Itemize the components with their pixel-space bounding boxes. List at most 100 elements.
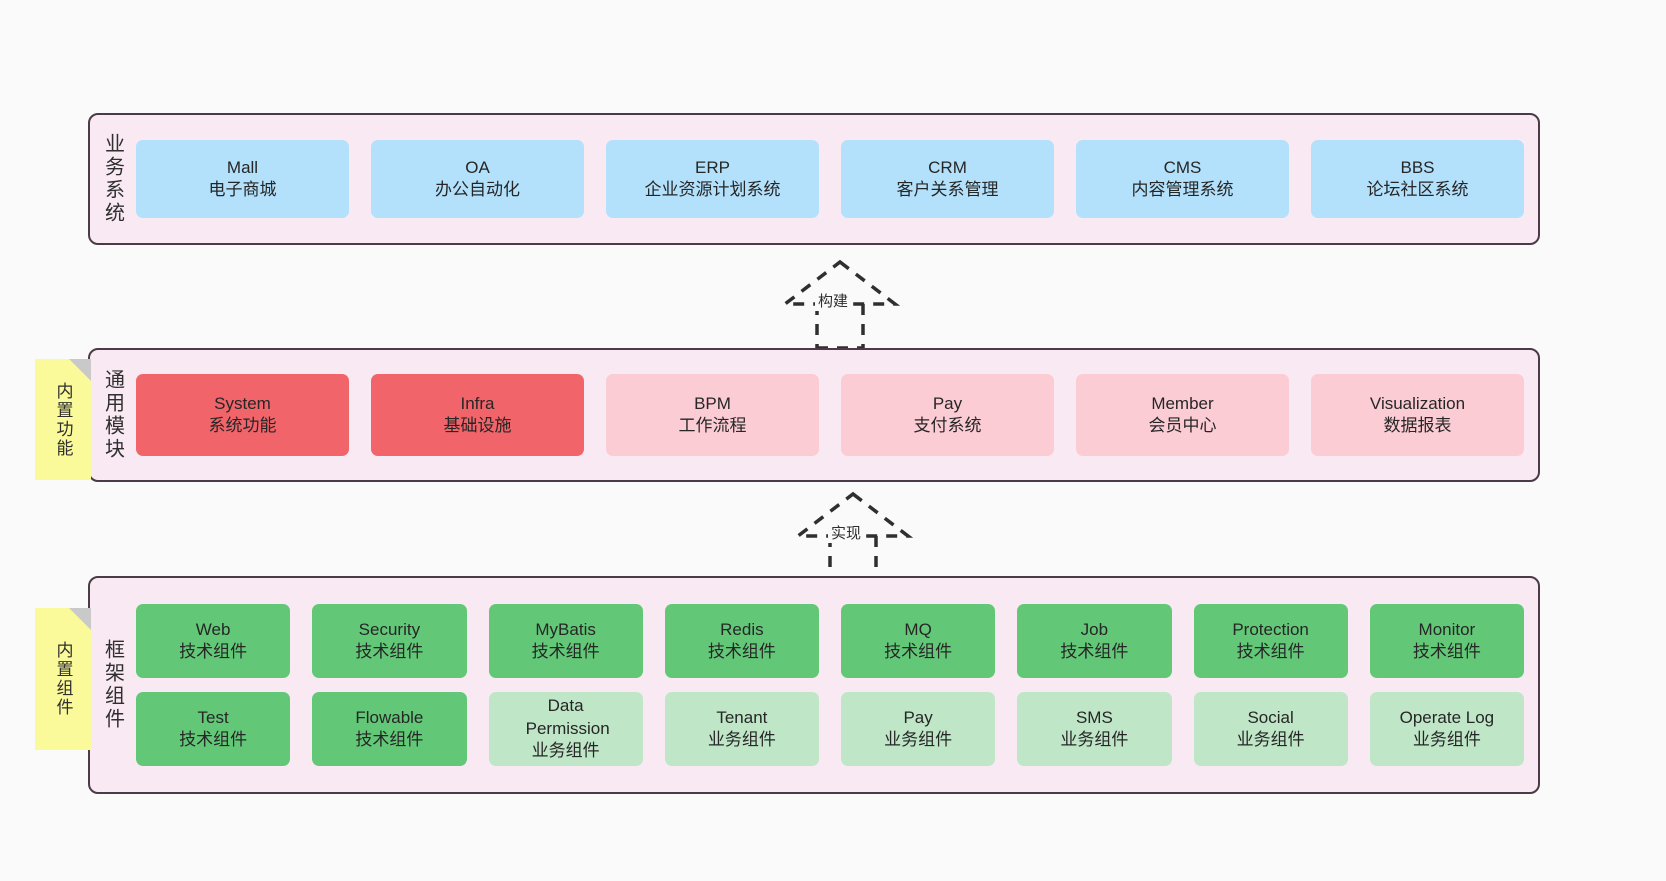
- node-subtitle: 技术组件: [179, 730, 248, 749]
- node-title: Social: [1247, 707, 1294, 727]
- node-cms[interactable]: CMS 内容管理系统: [1076, 140, 1289, 218]
- node-oa[interactable]: OA 办公自动化: [371, 140, 584, 218]
- node-protection[interactable]: Protection 技术组件: [1193, 604, 1348, 678]
- node-tenant[interactable]: Tenant 业务组件: [664, 692, 819, 766]
- node-subtitle: 技术组件: [355, 642, 424, 661]
- connector-build: 构建: [755, 258, 925, 350]
- node-subtitle: 技术组件: [884, 642, 953, 661]
- node-subtitle: 基础设施: [443, 416, 512, 435]
- node-subtitle: 技术组件: [1236, 642, 1305, 661]
- node-subtitle: 业务组件: [1060, 730, 1129, 749]
- node-bbs[interactable]: BBS 论坛社区系统: [1311, 140, 1524, 218]
- node-subtitle: 数据报表: [1383, 416, 1452, 435]
- node-title: Test: [197, 707, 229, 727]
- node-title: OA: [465, 157, 490, 177]
- node-subtitle: 电子商城: [208, 180, 277, 199]
- node-subtitle: 内容管理系统: [1131, 180, 1234, 199]
- node-subtitle: 技术组件: [1412, 642, 1481, 661]
- note-label: 内置功能: [53, 381, 73, 458]
- node-subtitle: 会员中心: [1148, 416, 1217, 435]
- note-builtin-features[interactable]: 内置功能: [35, 359, 91, 480]
- node-subtitle: 技术组件: [179, 642, 248, 661]
- node-bpm[interactable]: BPM 工作流程: [606, 374, 819, 456]
- node-title: Mall: [226, 157, 259, 177]
- node-sms[interactable]: SMS 业务组件: [1017, 692, 1172, 766]
- node-subtitle: 系统功能: [208, 416, 277, 435]
- node-title: BPM: [694, 393, 731, 413]
- layer-label-framework-components: 框架组件: [101, 639, 124, 731]
- layer-business-systems: 业务系统 Mall 电子商城 OA 办公自动化 ERP 企业资源计划系统 CRM…: [88, 113, 1540, 245]
- node-data-permission[interactable]: Data Permission 业务组件: [488, 692, 643, 766]
- node-mall[interactable]: Mall 电子商城: [136, 140, 349, 218]
- layer-body-framework-components: Web 技术组件 Security 技术组件 MyBatis 技术组件 Redi…: [136, 578, 1538, 792]
- node-title: Visualization: [1369, 393, 1466, 413]
- layer-label-business-systems: 业务系统: [101, 133, 124, 225]
- node-title: Operate Log: [1399, 707, 1495, 727]
- node-subtitle: 支付系统: [913, 416, 982, 435]
- node-title: SMS: [1075, 707, 1113, 727]
- node-operate-log[interactable]: Operate Log 业务组件: [1369, 692, 1524, 766]
- node-subtitle: 技术组件: [355, 730, 424, 749]
- layer-body-business-systems: Mall 电子商城 OA 办公自动化 ERP 企业资源计划系统 CRM 客户关系…: [136, 115, 1538, 243]
- node-mybatis[interactable]: MyBatis 技术组件: [488, 604, 643, 678]
- node-subtitle: 论坛社区系统: [1366, 180, 1469, 199]
- node-subtitle: 企业资源计划系统: [644, 180, 781, 199]
- node-subtitle: 业务组件: [1236, 730, 1305, 749]
- page-fold-icon: [69, 608, 91, 630]
- node-title: Infra: [460, 393, 495, 413]
- node-title: Job: [1080, 619, 1109, 639]
- connector-label-implement: 实现: [828, 522, 865, 543]
- node-title: Member: [1151, 393, 1214, 413]
- node-row: System 系统功能 Infra 基础设施 BPM 工作流程 Pay 支付系统…: [136, 374, 1524, 456]
- node-monitor[interactable]: Monitor 技术组件: [1369, 604, 1524, 678]
- node-pay-component[interactable]: Pay 业务组件: [841, 692, 996, 766]
- node-subtitle: 工作流程: [678, 416, 747, 435]
- node-subtitle: 业务组件: [707, 730, 776, 749]
- node-title: BBS: [1400, 157, 1435, 177]
- node-visualization[interactable]: Visualization 数据报表: [1311, 374, 1524, 456]
- node-crm[interactable]: CRM 客户关系管理: [841, 140, 1054, 218]
- node-title: Web: [195, 619, 231, 639]
- layer-framework-components: 框架组件 Web 技术组件 Security 技术组件 MyBatis 技术组件…: [88, 576, 1540, 794]
- node-title: MQ: [904, 619, 932, 639]
- note-builtin-components[interactable]: 内置组件: [35, 608, 91, 750]
- node-subtitle: 办公自动化: [435, 180, 520, 199]
- node-pay-module[interactable]: Pay 支付系统: [841, 374, 1054, 456]
- node-title: Redis: [720, 619, 764, 639]
- page-fold-icon: [69, 359, 91, 381]
- node-redis[interactable]: Redis 技术组件: [664, 604, 819, 678]
- node-web[interactable]: Web 技术组件: [136, 604, 291, 678]
- layer-common-modules: 通用模块 System 系统功能 Infra 基础设施 BPM 工作流程 Pay…: [88, 348, 1540, 482]
- note-label: 内置组件: [53, 641, 73, 717]
- node-title: Flowable: [355, 707, 424, 727]
- node-erp[interactable]: ERP 企业资源计划系统: [606, 140, 819, 218]
- node-subtitle: 业务组件: [531, 741, 600, 761]
- node-social[interactable]: Social 业务组件: [1193, 692, 1348, 766]
- node-title: Protection: [1232, 619, 1309, 639]
- node-row: Test 技术组件 Flowable 技术组件 Data Permission …: [136, 692, 1524, 766]
- node-mq[interactable]: MQ 技术组件: [841, 604, 996, 678]
- node-title: Monitor: [1418, 619, 1476, 639]
- node-subtitle: 业务组件: [884, 730, 953, 749]
- node-system[interactable]: System 系统功能: [136, 374, 349, 456]
- node-row: Mall 电子商城 OA 办公自动化 ERP 企业资源计划系统 CRM 客户关系…: [136, 140, 1524, 218]
- layer-body-common-modules: System 系统功能 Infra 基础设施 BPM 工作流程 Pay 支付系统…: [136, 350, 1538, 480]
- node-title: System: [214, 393, 271, 413]
- node-title: Pay: [932, 393, 963, 413]
- node-security[interactable]: Security 技术组件: [312, 604, 467, 678]
- node-title: Tenant: [716, 707, 768, 727]
- node-job[interactable]: Job 技术组件: [1017, 604, 1172, 678]
- connector-label-build: 构建: [815, 290, 852, 311]
- node-subtitle: 技术组件: [707, 642, 776, 661]
- node-member[interactable]: Member 会员中心: [1076, 374, 1289, 456]
- layer-label-common-modules: 通用模块: [101, 369, 124, 461]
- node-title: Data Permission: [525, 696, 610, 738]
- node-infra[interactable]: Infra 基础设施: [371, 374, 584, 456]
- node-title: CRM: [928, 157, 967, 177]
- node-subtitle: 业务组件: [1412, 730, 1481, 749]
- node-title: Security: [358, 619, 421, 639]
- node-test[interactable]: Test 技术组件: [136, 692, 291, 766]
- node-row: Web 技术组件 Security 技术组件 MyBatis 技术组件 Redi…: [136, 604, 1524, 678]
- node-flowable[interactable]: Flowable 技术组件: [312, 692, 467, 766]
